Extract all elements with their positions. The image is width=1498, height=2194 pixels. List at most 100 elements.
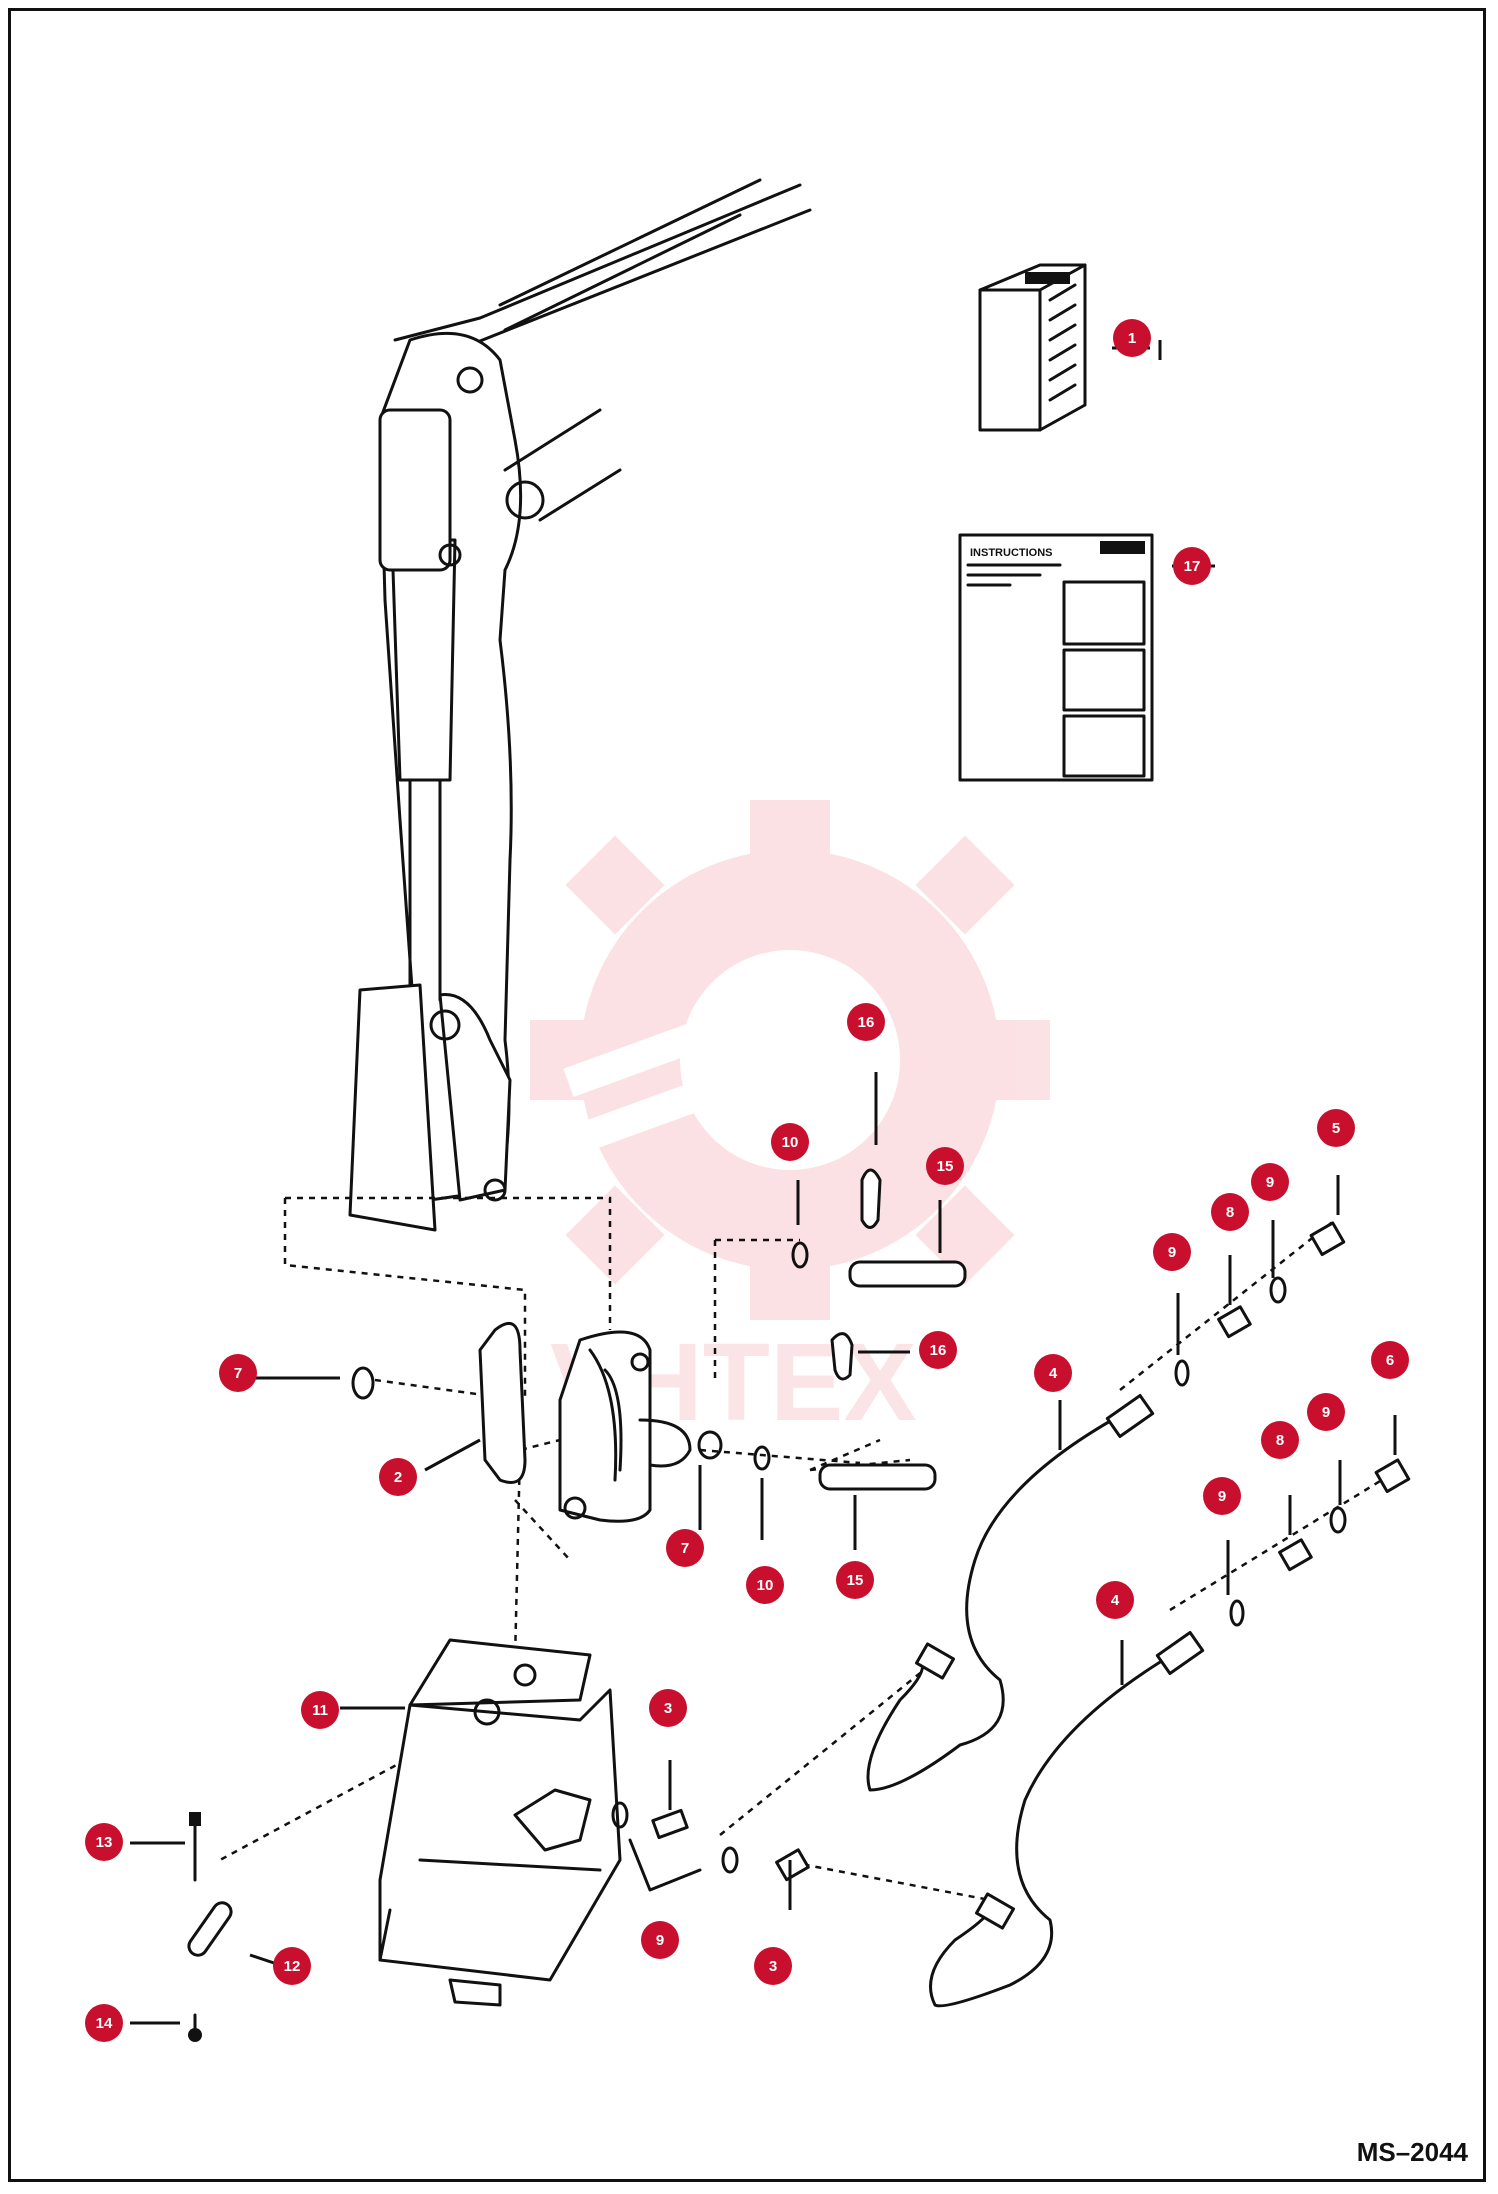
callout-label: 10 [782,1134,799,1151]
callout-marker [771,1123,809,1161]
callout-label: 13 [96,1834,113,1851]
callout-marker [754,1947,792,1985]
callout-marker [1113,319,1151,357]
callout-marker [1251,1163,1289,1201]
callout-label: 17 [1184,558,1201,575]
callout-label: 16 [858,1014,875,1031]
callout-label: 16 [930,1342,947,1359]
callout-label: 14 [96,2015,113,2032]
drawing-number: MS–2044 [1356,2137,1468,2167]
upper-pin-set [351,1168,967,1491]
callout-17: 17 [1173,547,1211,585]
callout-3: 3 [649,1689,687,1727]
callout-marker [273,1947,311,1985]
callout-12: 12 [273,1947,311,1985]
callout-marker [85,2004,123,2042]
callout-marker [301,1691,339,1729]
callout-label: 9 [1168,1244,1176,1261]
callout-marker [1034,1354,1072,1392]
callout-marker [919,1331,957,1369]
callout-16: 16 [847,1003,885,1041]
callout-2: 2 [379,1458,417,1496]
callout-5: 5 [1317,1109,1355,1147]
callout-label: 8 [1226,1204,1234,1221]
callout-label: 10 [757,1577,774,1594]
callout-label: 12 [284,1958,301,1975]
callout-label: 9 [1218,1488,1226,1505]
callout-label: 15 [847,1572,864,1589]
callout-label: 9 [1266,1174,1274,1191]
callout-label: 4 [1049,1365,1058,1382]
callout-label: 5 [1332,1120,1340,1137]
callout-marker [666,1529,704,1567]
callout-9: 9 [1203,1477,1241,1515]
callout-marker [1173,547,1211,585]
callout-marker [379,1458,417,1496]
callout-marker [1096,1581,1134,1619]
callout-marker [219,1354,257,1392]
callout-label: 6 [1386,1352,1394,1369]
callout-label: 3 [769,1958,777,1975]
callout-10: 10 [746,1566,784,1604]
callout-9: 9 [1307,1393,1345,1431]
callout-3: 3 [754,1947,792,1985]
callout-marker [1307,1393,1345,1431]
coupler-plates [478,1321,692,1523]
callout-8: 8 [1261,1421,1299,1459]
callout-8: 8 [1211,1193,1249,1231]
callout-marker [85,1823,123,1861]
callout-10: 10 [771,1123,809,1161]
callout-label: 3 [664,1700,672,1717]
callout-label: 1 [1128,330,1136,347]
callout-label: 4 [1111,1592,1120,1609]
instruction-sheet-heading: INSTRUCTIONS [970,547,1053,559]
callout-label: 2 [394,1469,402,1486]
callout-16: 16 [919,1331,957,1369]
watermark-gear-icon [530,800,1050,1320]
callout-4: 4 [1096,1581,1134,1619]
callout-6: 6 [1371,1341,1409,1379]
callout-marker [1153,1233,1191,1271]
callout-4: 4 [1034,1354,1072,1392]
callout-marker [649,1689,687,1727]
callout-13: 13 [85,1823,123,1861]
callout-7: 7 [666,1529,704,1567]
bolt-pin-set [187,1812,233,2042]
callout-label: 11 [312,1702,328,1719]
callout-15: 15 [926,1147,964,1185]
callout-marker [926,1147,964,1185]
callout-group: 1 17 16 10 15 5 9 8 9 6 9 8 7 16 4 9 2 7 10 15 4 11 3 13 12 9 3 14 [85,319,1409,2042]
callout-marker [1261,1421,1299,1459]
callout-label: 15 [937,1158,954,1175]
boom-arm [348,178,812,1232]
valve-block [378,1638,702,2007]
callout-label: 7 [681,1540,689,1557]
callout-label: 7 [234,1365,242,1382]
callout-marker [847,1003,885,1041]
callout-marker [1317,1109,1355,1147]
callout-9: 9 [1153,1233,1191,1271]
callout-marker [641,1921,679,1959]
callout-marker [1203,1477,1241,1515]
callout-label: 9 [656,1932,664,1949]
callout-11: 11 [301,1691,339,1729]
callout-marker [746,1566,784,1604]
hydraulic-hoses [866,1394,1205,2008]
drawing-border [8,8,1486,2182]
instruction-sheet: INSTRUCTIONS [958,533,1154,782]
hydraulic-fittings [651,1221,1411,1882]
callout-14: 14 [85,2004,123,2042]
callout-label: 8 [1276,1432,1284,1449]
callout-marker [1211,1193,1249,1231]
callout-label: 9 [1322,1404,1330,1421]
callout-9: 9 [641,1921,679,1959]
kit-box [978,263,1087,432]
callout-marker [836,1561,874,1599]
callout-9: 9 [1251,1163,1289,1201]
callout-7: 7 [219,1354,257,1392]
callout-marker [1371,1341,1409,1379]
callout-1: 1 [1113,319,1151,357]
callout-15: 15 [836,1561,874,1599]
